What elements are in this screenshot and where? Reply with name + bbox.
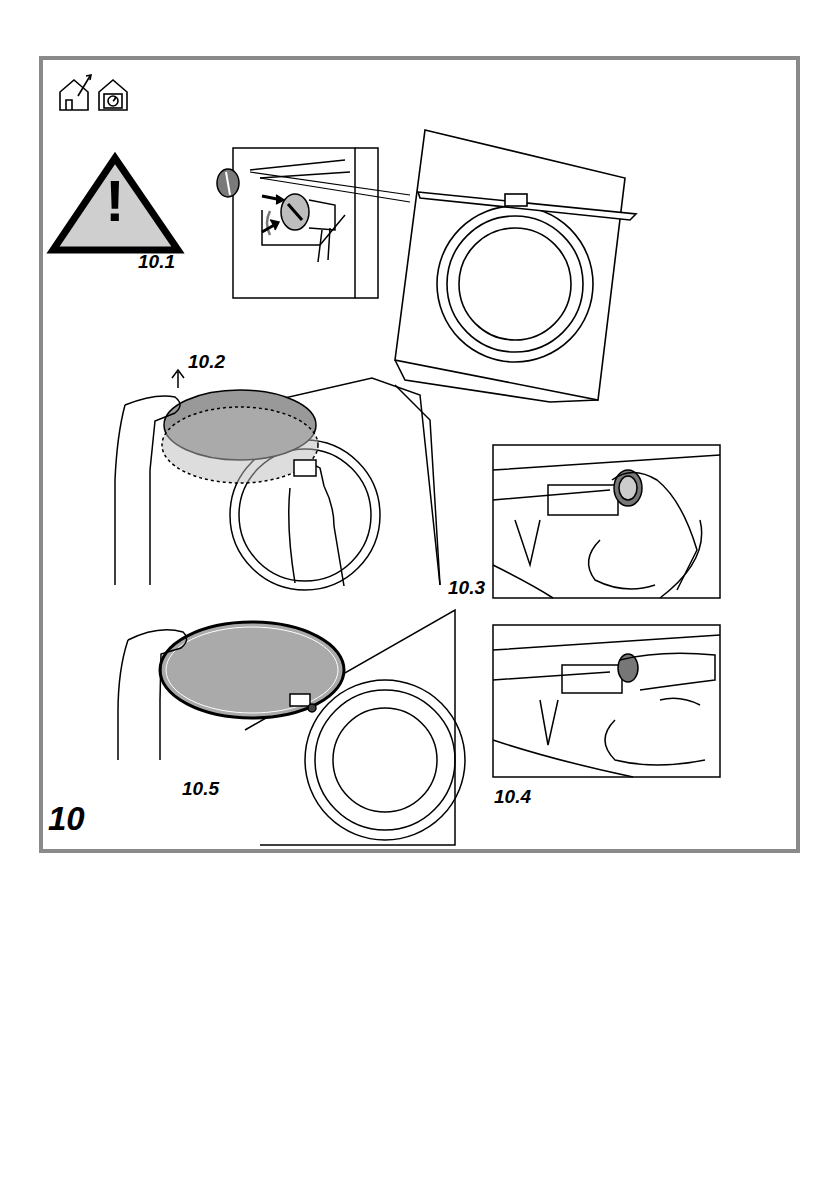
inset-10-1 bbox=[217, 148, 378, 298]
warning-triangle bbox=[53, 158, 178, 250]
frame bbox=[41, 58, 798, 851]
inset-10-3 bbox=[493, 445, 720, 598]
inset-10-4 bbox=[493, 625, 720, 777]
callout-number: 10.3 bbox=[448, 578, 485, 597]
callout-number: 10.2 bbox=[188, 352, 225, 371]
callout-number: 10.4 bbox=[494, 787, 531, 806]
figure-number: 10 bbox=[48, 802, 85, 835]
callout-number: 10.1 bbox=[138, 252, 175, 271]
hood bbox=[250, 130, 636, 402]
callout-number: 10.5 bbox=[182, 779, 219, 798]
figure-10-5 bbox=[118, 610, 465, 845]
warning-mark: ! bbox=[105, 172, 124, 230]
mode-icons bbox=[60, 75, 127, 110]
figure-10-2 bbox=[115, 370, 440, 590]
